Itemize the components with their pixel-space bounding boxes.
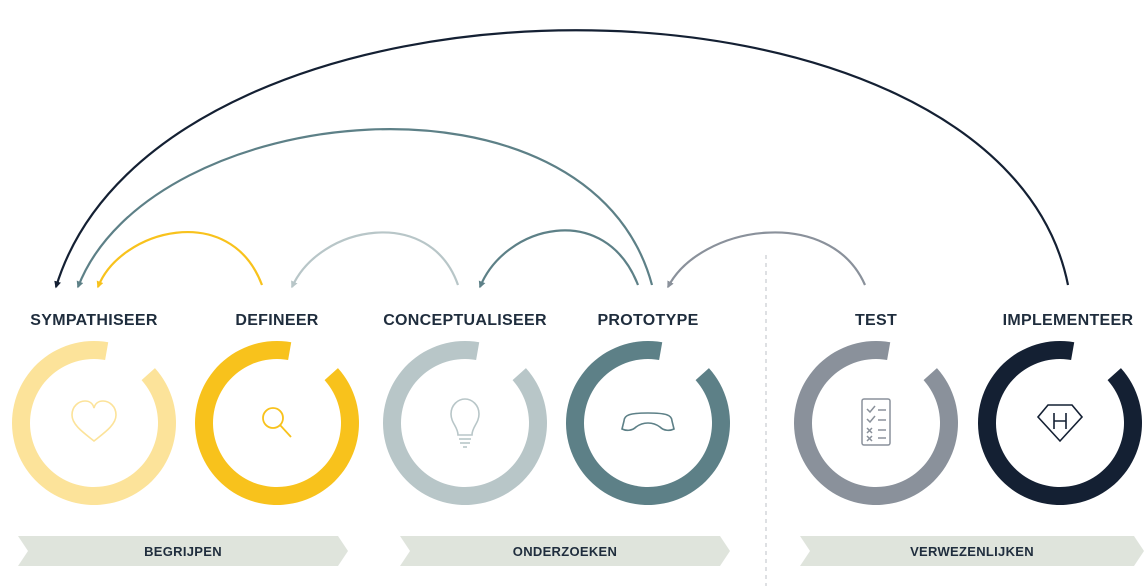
ring-arc-implementeer <box>978 341 1142 505</box>
ring-defineer <box>195 341 359 505</box>
phase-ribbons: BEGRIJPEN ONDERZOEKEN VERWEZENLIJKEN <box>18 536 1144 566</box>
arrow-prototype-to-conceptualiseer <box>478 229 640 289</box>
ring-arc-test <box>794 341 958 505</box>
arrow-defineer-to-sympathiseer <box>96 231 264 289</box>
hero-shield-icon <box>1036 404 1084 443</box>
magnifier-icon <box>262 407 292 438</box>
ring-arc-sympathiseer <box>11 341 176 505</box>
ring-sympathiseer <box>11 341 176 505</box>
ring-conceptualiseer <box>383 341 547 505</box>
stage-label-test: TEST <box>855 312 897 329</box>
vr-goggles-icon <box>621 412 675 432</box>
phase-ribbon-begrijpen: BEGRIJPEN <box>18 536 348 566</box>
ring-arc-defineer <box>195 341 359 505</box>
arrow-conceptualiseer-to-defineer <box>290 231 460 289</box>
stage-label-sympathiseer: SYMPATHISEER <box>30 312 158 329</box>
stage-rings <box>11 341 1142 505</box>
stage-label-implementeer: IMPLEMENTEER <box>1003 312 1134 329</box>
heart-icon <box>71 400 117 443</box>
arrow-implementeer-to-sympathiseer <box>54 29 1070 289</box>
stage-label-conceptualiseer: CONCEPTUALISEER <box>383 312 547 329</box>
lightbulb-icon <box>450 398 480 448</box>
arrow-test-to-prototype <box>667 231 867 289</box>
stage-label-prototype: PROTOTYPE <box>597 312 698 329</box>
stage-label-defineer: DEFINEER <box>235 312 318 329</box>
ring-prototype <box>566 341 730 505</box>
stage-labels: SYMPATHISEER DEFINEER CONCEPTUALISEER PR… <box>30 312 1133 329</box>
phase-label-begrijpen: BEGRIJPEN <box>144 544 222 559</box>
phase-ribbon-onderzoeken: ONDERZOEKEN <box>400 536 730 566</box>
ring-implementeer <box>978 341 1142 505</box>
arrow-prototype-to-sympathiseer <box>76 128 654 289</box>
checklist-icon <box>861 398 891 446</box>
phase-ribbon-verwezenlijken: VERWEZENLIJKEN <box>800 536 1144 566</box>
feedback-arrows <box>54 29 1070 289</box>
ring-test <box>794 341 958 505</box>
phase-label-verwezenlijken: VERWEZENLIJKEN <box>910 544 1034 559</box>
phase-label-onderzoeken: ONDERZOEKEN <box>513 544 617 559</box>
ring-arc-conceptualiseer <box>383 341 547 505</box>
